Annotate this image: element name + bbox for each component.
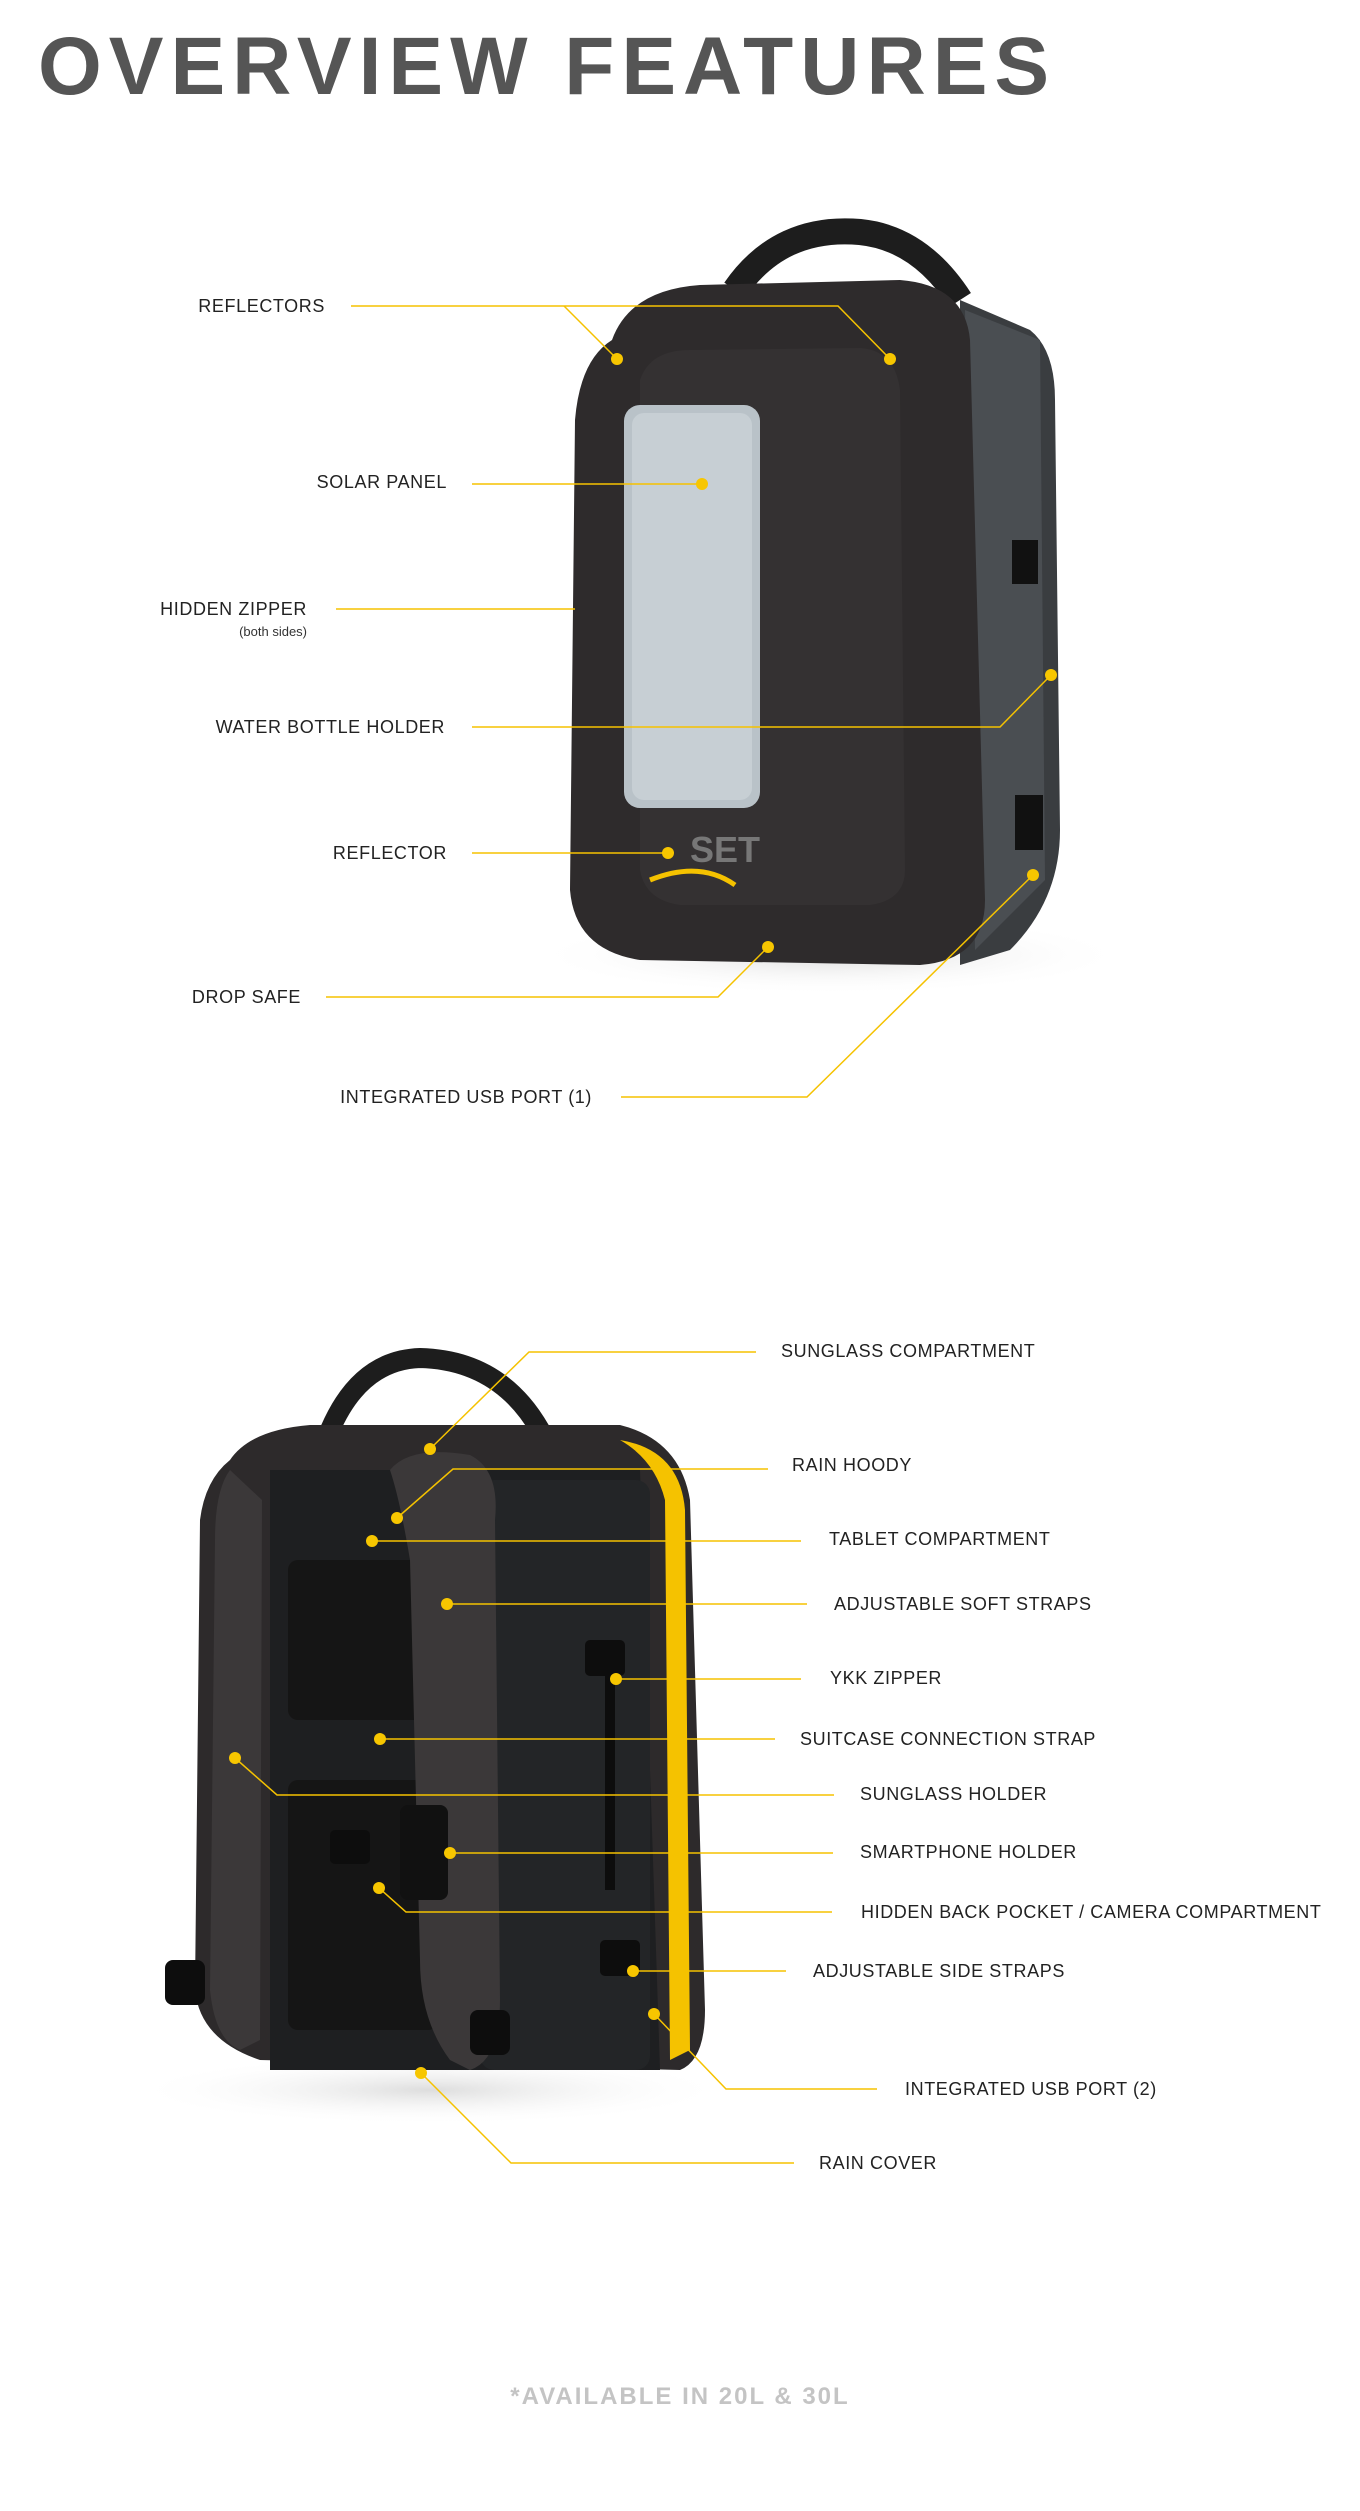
label-drop-safe: DROP SAFE: [191, 987, 301, 1007]
label-sunglass-compartment: SUNGLASS COMPARTMENT: [781, 1341, 1036, 1361]
label-tablet-compartment: TABLET COMPARTMENT: [829, 1529, 1051, 1549]
page-title: OVERVIEW FEATURES: [38, 21, 1057, 112]
label-rain-hoody: RAIN HOODY: [792, 1455, 913, 1475]
callout-dots: [229, 353, 1057, 2079]
label-adjustable-soft-straps: ADJUSTABLE SOFT STRAPS: [834, 1594, 1092, 1614]
label-adjustable-side-straps: ADJUSTABLE SIDE STRAPS: [813, 1961, 1065, 1981]
label-reflectors: REFLECTORS: [198, 296, 325, 316]
label-water-bottle-holder: WATER BOTTLE HOLDER: [215, 717, 445, 737]
label-ykk-zipper: YKK ZIPPER: [830, 1668, 943, 1688]
label-suitcase-connection-strap: SUITCASE CONNECTION STRAP: [800, 1729, 1097, 1749]
label-smartphone-holder: SMARTPHONE HOLDER: [860, 1842, 1077, 1862]
label-hidden-zipper: HIDDEN ZIPPER: [160, 599, 307, 619]
availability-note: *AVAILABLE IN 20L & 30L: [510, 2383, 850, 2410]
callout-lines: [234, 305, 1052, 2164]
front-backpack-image: SET: [530, 218, 1130, 995]
label-sunglass-holder: SUNGLASS HOLDER: [860, 1784, 1048, 1804]
label-rain-cover: RAIN COVER: [819, 2153, 938, 2173]
brand-logo: SET: [690, 829, 760, 870]
label-usb-port-2: INTEGRATED USB PORT (2): [905, 2079, 1157, 2099]
label-solar-panel: SOLAR PANEL: [316, 472, 447, 492]
label-usb-port-1: INTEGRATED USB PORT (1): [340, 1087, 592, 1107]
label-reflector: REFLECTOR: [332, 843, 447, 863]
label-hidden-back-pocket: HIDDEN BACK POCKET / CAMERA COMPARTMENT: [861, 1902, 1322, 1922]
label-hidden-zipper-note: (both sides): [239, 624, 307, 639]
back-backpack-image: [130, 1347, 730, 2125]
